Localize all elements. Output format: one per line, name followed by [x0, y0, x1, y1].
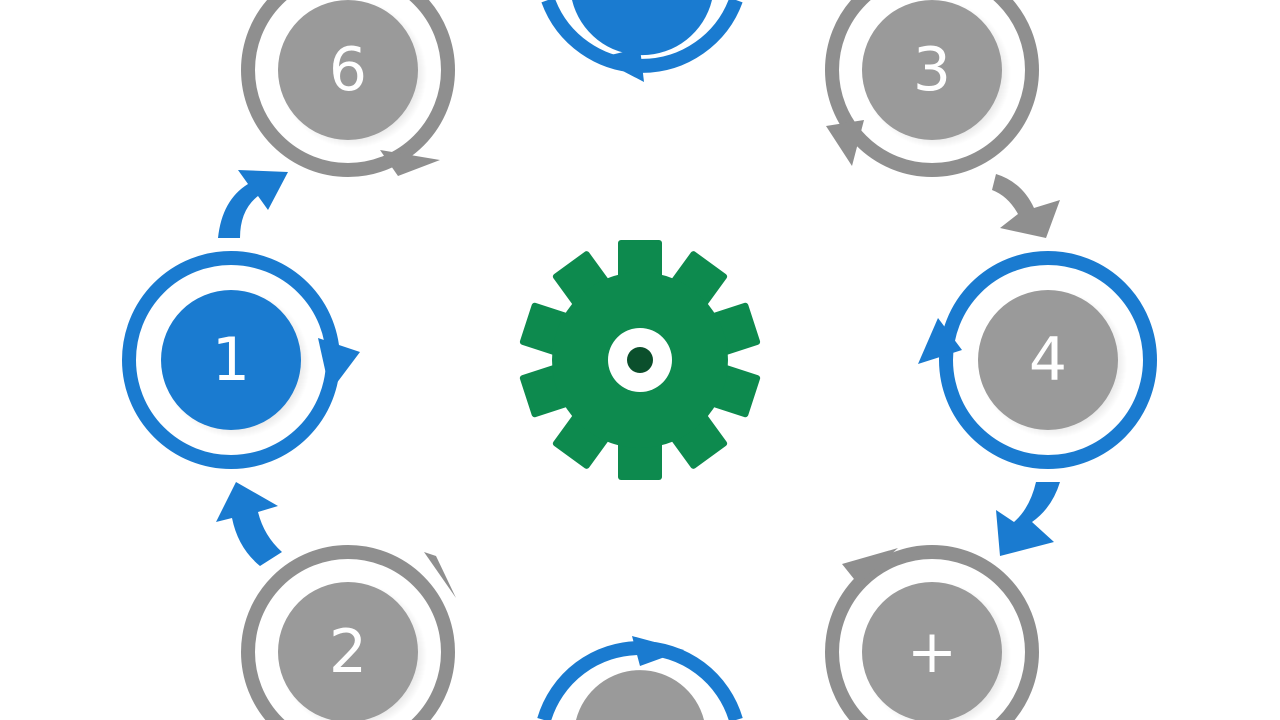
- step-node-4: 4: [918, 251, 1157, 469]
- node-3-ring: [825, 0, 1039, 177]
- node-2-ring: [241, 545, 455, 720]
- node-bottom-ring-arrowhead: [632, 636, 684, 666]
- step-node-3: 3: [825, 0, 1039, 177]
- node-top-disc: [572, 0, 712, 56]
- node-6-ring: [241, 0, 455, 177]
- step-node-6: 6: [241, 0, 455, 177]
- node-top-ring-arrowhead: [598, 48, 644, 82]
- node-4-ring-arrowhead: [918, 318, 962, 364]
- node-2-ring-arrowhead: [424, 552, 456, 598]
- node-1-ring-arrowhead: [318, 338, 360, 392]
- node-4-label: 4: [1029, 325, 1067, 395]
- gear-hub-center: [627, 347, 653, 373]
- arrow-3-to-4: [992, 174, 1060, 238]
- arrow-1-to-6: [218, 170, 288, 238]
- arrow-2-to-1: [216, 482, 282, 566]
- node-2-disc: [278, 582, 418, 720]
- node-5-label: +: [907, 617, 957, 687]
- node-5-ring-arrowhead: [842, 548, 898, 584]
- node-4-disc: [978, 290, 1118, 430]
- node-5-disc: [862, 582, 1002, 720]
- node-1-disc: [161, 290, 301, 430]
- node-bottom-disc: [576, 670, 704, 720]
- gear-icon: [519, 240, 761, 480]
- node-1-label: 1: [212, 325, 250, 395]
- node-3-ring-arrowhead: [826, 120, 864, 166]
- node-6-label: 6: [329, 35, 367, 105]
- step-node-2: 2: [241, 545, 456, 720]
- node-2-label: 2: [329, 617, 367, 687]
- connector-arrows: [216, 170, 1060, 566]
- step-node-bottom: [537, 636, 743, 720]
- node-3-label: 3: [913, 35, 951, 105]
- step-node-1: 1: [122, 251, 360, 469]
- node-3-disc: [862, 0, 1002, 140]
- step-node-top: [541, 0, 743, 82]
- node-4-ring: [939, 251, 1157, 469]
- node-5-ring: [825, 545, 1039, 720]
- arrow-4-to-5: [996, 482, 1060, 556]
- step-node-5: +: [825, 545, 1039, 720]
- node-6-ring-arrowhead: [380, 150, 440, 176]
- node-6-disc: [278, 0, 418, 140]
